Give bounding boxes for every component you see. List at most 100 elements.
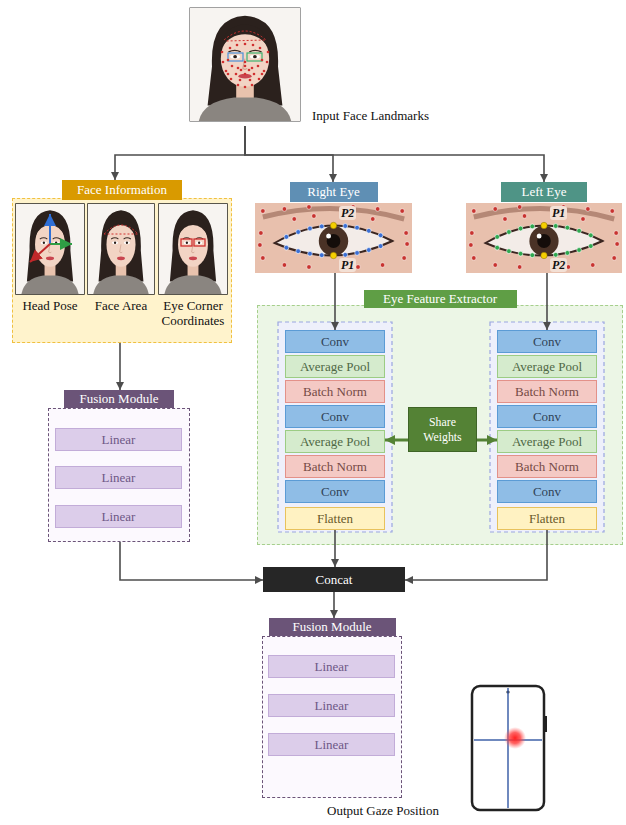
face-photo [253,73,256,76]
connector-arrow [385,439,408,442]
face-area-image [88,204,154,294]
phone-gaze-illustration [544,716,547,732]
eye-corner-image [159,204,227,294]
box-label: Linear [102,470,136,485]
face-photo [225,70,228,73]
layer-box: Batch Norm [285,380,385,403]
input-photo: Input Face Landmarks [190,8,452,126]
layer-box: Conv [285,480,385,503]
layer-column [490,322,604,532]
box-label: Flatten [317,511,353,526]
face-photo [222,61,225,64]
box-label: Average Pool [512,359,582,374]
phone-gaze-illustration [472,686,544,810]
connector-arrow [245,126,333,182]
face-photo [244,86,247,89]
layer-column [278,322,392,532]
face-photo [229,47,232,50]
fusion-layer: Linear [268,694,395,717]
face-photo [258,78,261,81]
connector-arrow [334,530,336,567]
face-photo [221,51,224,54]
box-label: Average Pool [300,434,370,449]
face-photo [244,61,247,64]
box-label: Concat [316,572,353,587]
face-photo [247,53,262,61]
phone-gaze-illustration [472,686,547,810]
point-label: P1 [550,206,567,220]
face-photo [239,79,242,82]
phone-gaze-illustration [504,727,526,749]
head-pose-image [49,214,51,244]
image-panel: Eye Corner Coordinates [156,204,230,334]
point-label: P2 [339,206,356,220]
image-caption: Head Pose [15,298,85,313]
layer-box: Average Pool [497,430,597,453]
face-photo [248,69,251,72]
face-photo [244,73,247,76]
connector-arrow [245,126,544,182]
head-pose-image [16,204,84,294]
box-label: Batch Norm [515,459,579,474]
left-eye-image [466,203,622,273]
eye-corner-image [181,239,192,246]
connector-arrow [115,126,245,180]
fusion-layer: Linear [268,733,395,756]
phone-gaze-illustration [507,688,509,808]
point-label: P1 [339,258,356,272]
head-pose-image [50,243,72,245]
face-photo [227,59,230,62]
box-label: Flatten [529,511,565,526]
face-photo [235,73,238,76]
connector-arrow [333,592,335,618]
image-caption: Eye Corner Coordinates [156,298,230,328]
group-title: Eye Feature Extractor [364,290,517,308]
phone-gaze-illustration [506,690,509,693]
eye-title: Right Eye [290,182,378,202]
box-label: Conv [533,334,561,349]
fusion-layer: Linear [55,505,182,528]
face-photo [227,73,230,76]
layer-box: Average Pool [285,430,385,453]
group-title: Fusion Module [269,618,396,636]
layer-box: Conv [285,405,385,428]
face-area-image [88,204,154,294]
eye-corner-image [194,239,205,246]
layer-box: Average Pool [497,355,597,378]
face-photo [190,8,300,121]
layer-box: Flatten [285,507,385,530]
layer-box: Batch Norm [497,380,597,403]
group-title: Fusion Module [64,390,174,408]
box-label: Batch Norm [303,384,367,399]
layer-box: Batch Norm [285,455,385,478]
box-label: Linear [315,698,349,713]
layer-column [278,322,604,532]
face-photo [244,65,247,68]
face-photo [267,51,270,54]
face-photo [251,67,254,70]
connector-arrow [546,273,548,330]
box-label: Conv [533,409,561,424]
layer-box: Conv [497,480,597,503]
phone-gaze-illustration [474,739,542,741]
box-label: Conv [321,409,349,424]
head-pose-image [30,244,50,262]
face-photo [263,70,266,73]
face-area-image [88,204,154,294]
layer-box: Conv [497,330,597,353]
box-label: Share Weights [409,415,476,445]
fusion-layer: Linear [268,655,395,678]
fusion-layer: Linear [55,466,182,489]
layer-box: Conv [285,330,385,353]
face-photo [236,44,239,47]
face-photo [228,53,243,61]
face-photo [237,67,240,70]
layer-box: Batch Norm [497,455,597,478]
box-label: Linear [315,737,349,752]
face-photo [230,78,233,81]
box-label: Conv [533,484,561,499]
group-panel: Eye Feature ExtractorConvAverage PoolBat… [257,290,623,545]
fusion-layer: Linear [55,428,182,451]
right-eye-image [255,203,412,273]
